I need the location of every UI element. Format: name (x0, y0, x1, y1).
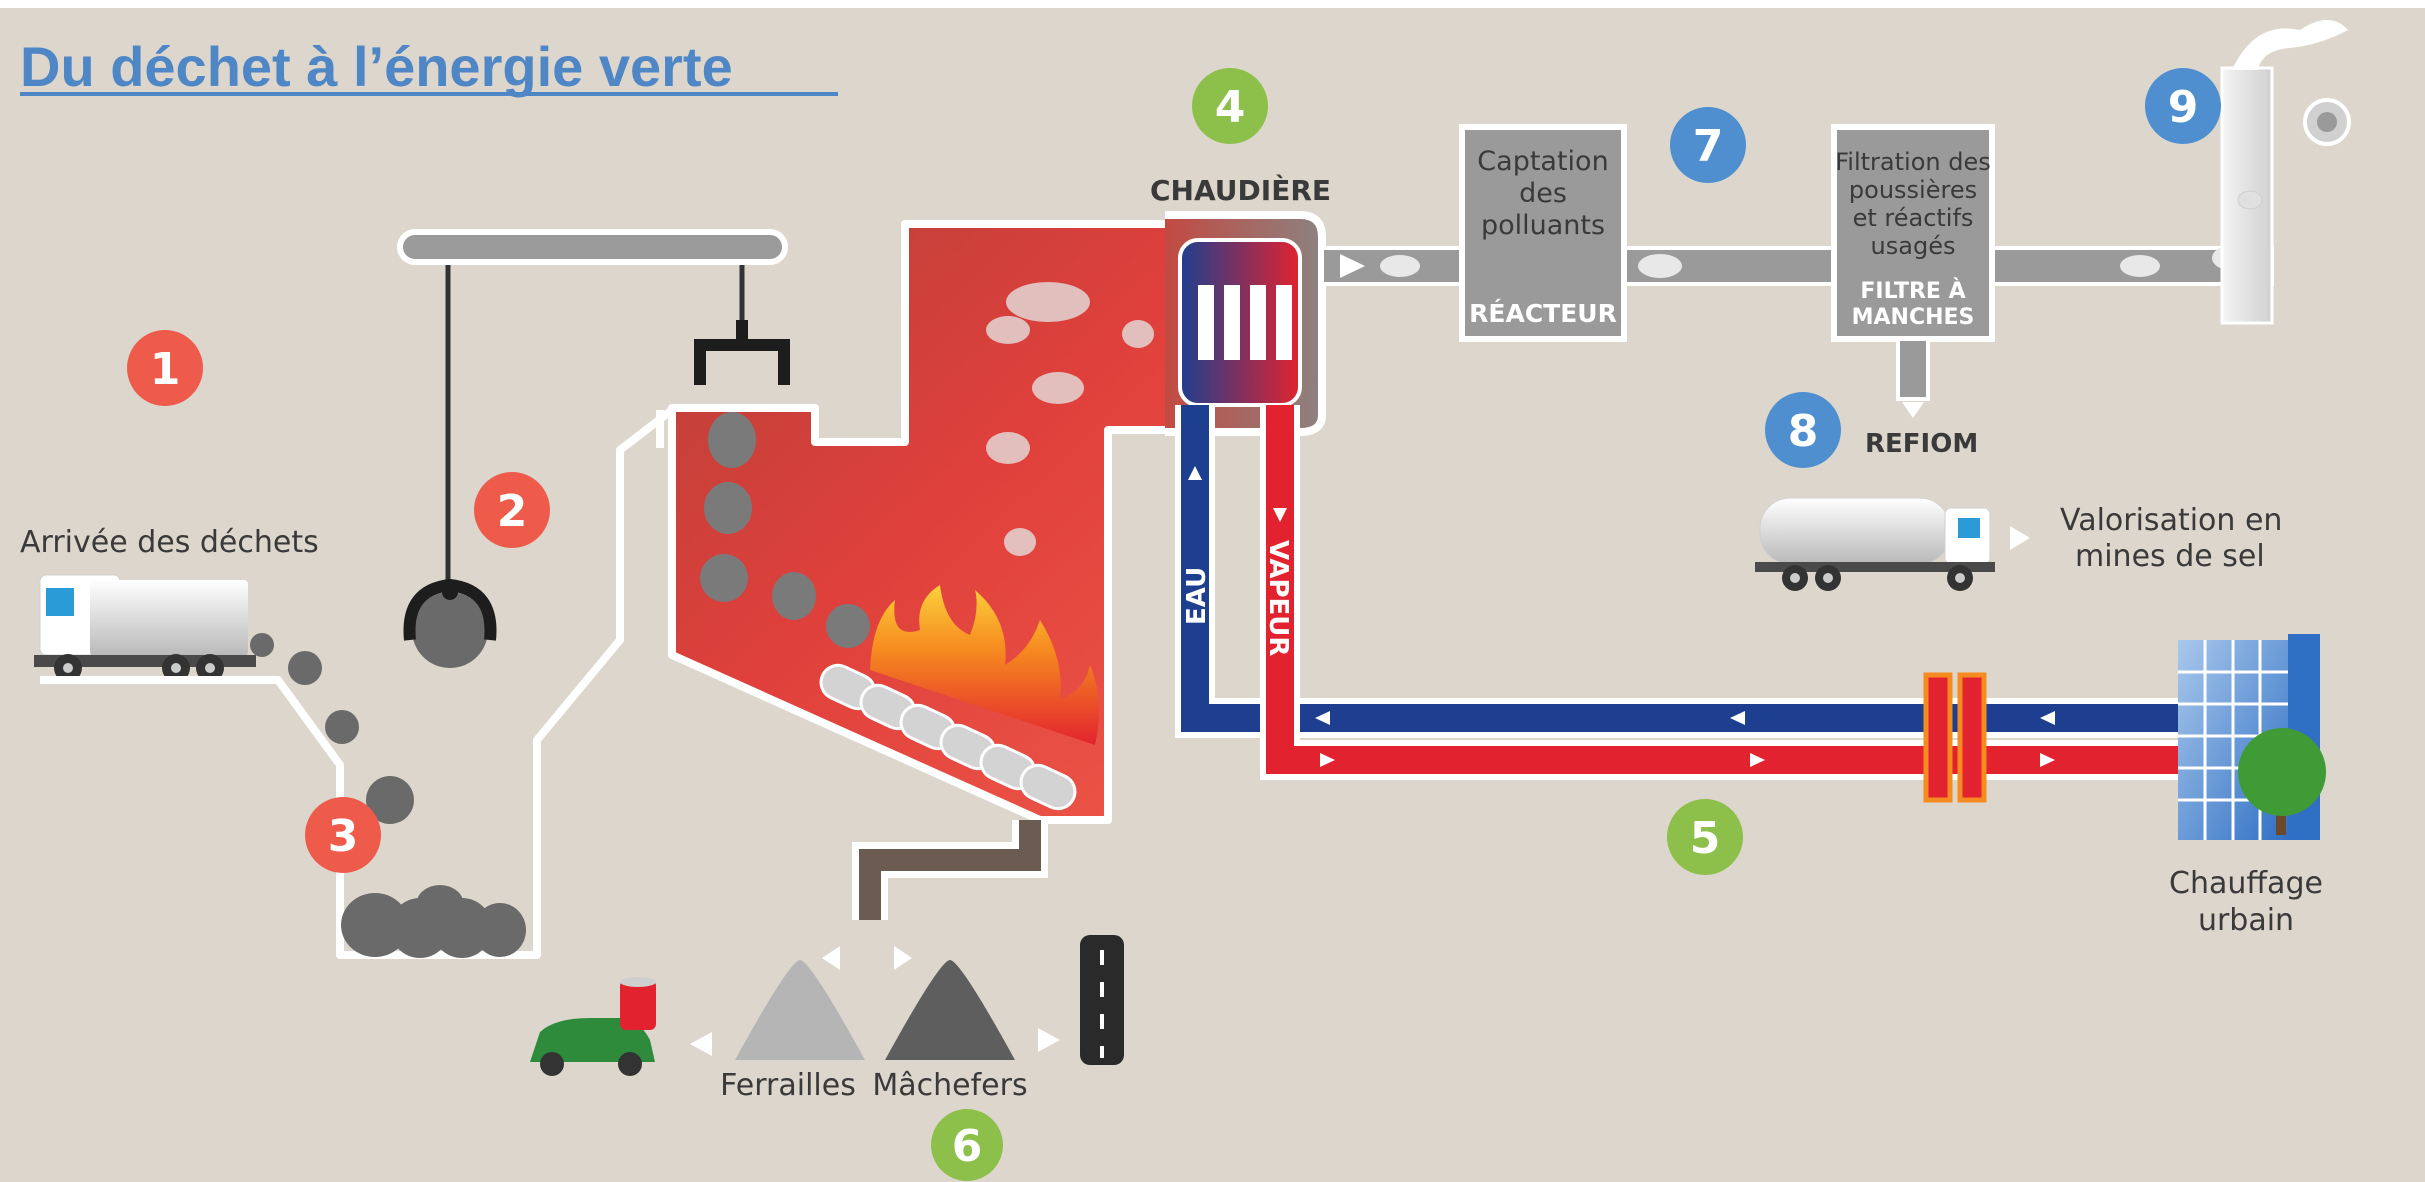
falling-waste-bags (250, 633, 414, 824)
tree-icon (2238, 728, 2326, 835)
tanker-arrow (2010, 526, 2030, 550)
scrap-arrow (690, 1032, 712, 1056)
capture-label-line3: polluants (1481, 210, 1605, 241)
furnace-waste-bags (700, 412, 870, 648)
boiler-heat-exchanger (1178, 238, 1302, 407)
step-9-badge: 9 (2145, 68, 2221, 144)
filtration-label-line1: Filtration des (1835, 148, 1990, 176)
boiler-label: CHAUDIÈRE (1150, 173, 1331, 207)
step-3-number: 3 (328, 811, 359, 862)
refiom-label: REFIOM (1865, 429, 1978, 459)
district-heat-exchanger (1923, 672, 1987, 803)
step-7-badge: 7 (1670, 107, 1746, 183)
flames (870, 585, 1099, 745)
step-2-badge: 2 (474, 472, 550, 548)
step-1-number: 1 (150, 344, 181, 395)
scrap-pile (735, 960, 865, 1060)
step-5-number: 5 (1690, 813, 1721, 864)
reactor-box (1459, 124, 1627, 342)
step-2-number: 2 (497, 486, 528, 537)
step-8-number: 8 (1788, 406, 1819, 457)
crane-grab-loaded (403, 578, 497, 668)
step-6-badge: 6 (931, 1109, 1003, 1181)
monitoring-gear-icon (2303, 98, 2351, 146)
filtration-label-line4: usagés (1871, 232, 1956, 260)
step-8-badge: 8 (1765, 392, 1841, 468)
step-4-badge: 4 (1192, 68, 1268, 144)
step-3-badge: 3 (305, 797, 381, 873)
page-title: Du déchet à l’énergie verte (20, 35, 733, 98)
filtration-label-line3: et réactifs (1853, 204, 1974, 232)
bottom-ash-label: Mâchefers (872, 1068, 1027, 1103)
road-icon (1080, 935, 1124, 1065)
capture-label-line1: Captation (1477, 146, 1608, 177)
ash-chute-inner (859, 820, 1041, 920)
heating-label-line2: urbain (2198, 903, 2294, 938)
duct-arrow (1340, 254, 1365, 278)
crane-grab-open (694, 320, 790, 385)
grate-rollers (819, 663, 1077, 811)
can-icon (620, 977, 656, 1030)
chute-arrow-right (894, 946, 912, 970)
tanker-truck (1755, 497, 1995, 591)
valorisation-label-line1: Valorisation en (2060, 503, 2282, 538)
scrap-label: Ferrailles (720, 1068, 856, 1103)
reactor-label: RÉACTEUR (1469, 299, 1617, 328)
bottom-ash-pile (885, 960, 1015, 1060)
chute-arrow-left (822, 946, 840, 970)
step-7-number: 7 (1693, 121, 1724, 172)
valorisation-label-line2: mines de sel (2075, 539, 2265, 574)
bag-filter-label-line1: FILTRE À (1860, 278, 1965, 304)
title-underline (20, 92, 838, 96)
pipe-flow-arrows (1188, 466, 2055, 767)
step-6-number: 6 (952, 1121, 983, 1172)
step-9-number: 9 (2168, 82, 2199, 133)
heating-label-line1: Chauffage (2169, 866, 2323, 901)
capture-label-line2: des (1519, 178, 1567, 209)
refiom-arrow (1902, 402, 1924, 418)
step-4-number: 4 (1215, 82, 1246, 133)
steam-label: VAPEUR (1263, 540, 1293, 656)
refiom-outlet (1896, 337, 1930, 401)
crane-rail (397, 229, 788, 265)
ash-arrow (1038, 1028, 1060, 1052)
step-5-badge: 5 (1667, 799, 1743, 875)
step-1-badge: 1 (127, 330, 203, 406)
bunker-waste-pile (341, 885, 526, 958)
steam-pipe (1260, 405, 2200, 780)
furnace-smoke (986, 282, 1154, 556)
arrival-label: Arrivée des déchets (20, 525, 319, 560)
chimney (2220, 20, 2348, 325)
bag-filter-label-line2: MANCHES (1852, 305, 1975, 330)
water-pipe (1175, 405, 2200, 738)
waste-bunker (40, 406, 675, 959)
garbage-truck (34, 574, 256, 682)
filtration-label-line2: poussières (1849, 176, 1977, 204)
water-label: EAU (1182, 567, 1212, 625)
